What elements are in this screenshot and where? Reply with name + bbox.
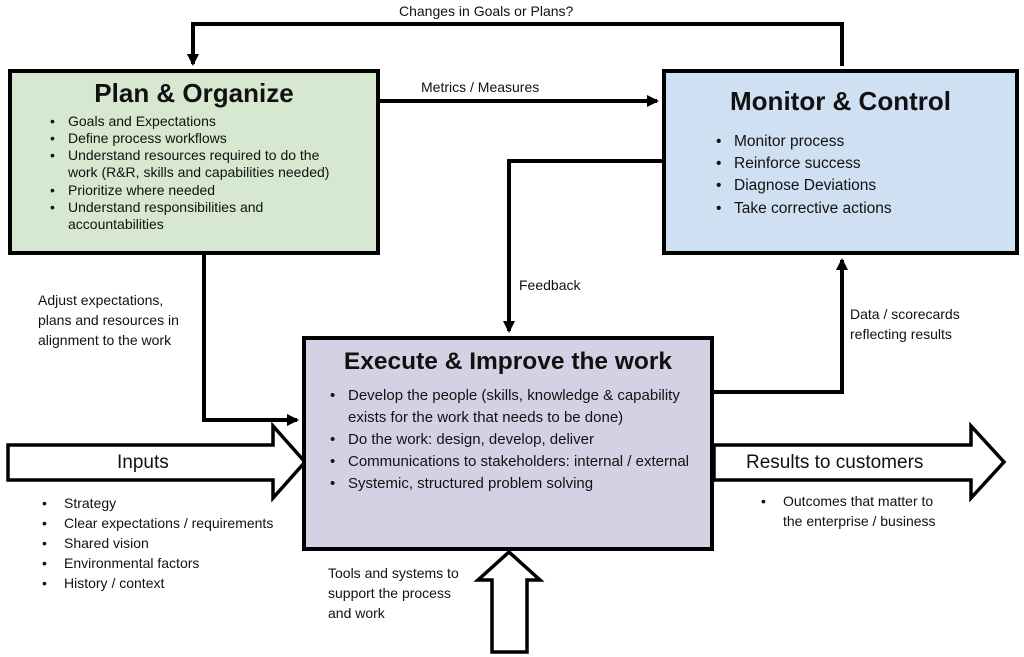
data-label-line: reflecting results xyxy=(850,326,952,342)
tools-label-line: support the process xyxy=(328,585,451,601)
tools-label-line: Tools and systems to xyxy=(328,565,459,581)
plan-item: Prioritize where needed xyxy=(50,182,376,200)
execute-item: Develop the people (skills, knowledge & … xyxy=(330,385,690,429)
adjust-label: Adjust expectations, plans and resources… xyxy=(38,290,179,350)
results-item-line: the enterprise / business xyxy=(783,513,936,529)
results-arrow xyxy=(712,421,1007,503)
execute-item: Systemic, structured problem solving xyxy=(330,473,690,495)
adjust-label-line: Adjust expectations, xyxy=(38,292,164,308)
plan-item-line: Understand resources required to do the xyxy=(68,147,320,164)
monitor-title: Monitor & Control xyxy=(730,86,951,116)
plan-title: Plan & Organize xyxy=(94,78,294,108)
plan-item-line: accountabilities xyxy=(68,216,164,233)
adjust-label-line: plans and resources in xyxy=(38,312,179,328)
results-item: Outcomes that matter to the enterprise /… xyxy=(761,491,936,531)
plan-item-line: work (R&R, skills and capabilities neede… xyxy=(68,164,330,181)
tools-label: Tools and systems to support the process… xyxy=(328,563,459,623)
feedback-arrow xyxy=(503,159,662,333)
plan-item: Define process workflows xyxy=(50,130,376,148)
inputs-item: History / context xyxy=(42,573,273,593)
results-label: Results to customers xyxy=(746,452,924,473)
inputs-arrow xyxy=(6,421,308,503)
feedback-label: Feedback xyxy=(519,277,581,293)
plan-organize-box: Plan & Organize Goals and Expectations D… xyxy=(8,69,380,255)
data-label: Data / scorecards reflecting results xyxy=(850,304,960,344)
plan-item: Understand responsibilities and accounta… xyxy=(50,199,376,234)
inputs-item: Strategy xyxy=(42,493,273,513)
execute-improve-box: Execute & Improve the work Develop the p… xyxy=(302,336,714,551)
inputs-label: Inputs xyxy=(117,452,169,473)
adjust-arrow xyxy=(202,255,299,426)
monitor-control-box: Monitor & Control Monitor process Reinfo… xyxy=(662,69,1019,255)
plan-list: Goals and Expectations Define process wo… xyxy=(50,113,376,234)
inputs-list: Strategy Clear expectations / requiremen… xyxy=(42,493,273,593)
inputs-item: Shared vision xyxy=(42,533,273,553)
results-item-line: Outcomes that matter to xyxy=(783,493,934,509)
inputs-item: Clear expectations / requirements xyxy=(42,513,273,533)
data-label-line: Data / scorecards xyxy=(850,306,960,322)
tools-arrow xyxy=(473,549,545,654)
monitor-item: Diagnose Deviations xyxy=(716,175,1015,198)
monitor-item: Monitor process xyxy=(716,131,1015,154)
plan-item-line: Understand responsibilities and xyxy=(68,199,264,216)
tools-label-line: and work xyxy=(328,605,385,621)
monitor-item: Take corrective actions xyxy=(716,198,1015,221)
adjust-label-line: alignment to the work xyxy=(38,332,172,348)
metrics-label: Metrics / Measures xyxy=(421,79,540,95)
results-list: Outcomes that matter to the enterprise /… xyxy=(761,491,936,531)
monitor-item: Reinforce success xyxy=(716,153,1015,176)
data-arrow xyxy=(714,258,848,394)
inputs-item: Environmental factors xyxy=(42,553,273,573)
execute-list: Develop the people (skills, knowledge & … xyxy=(330,385,690,495)
execute-item: Communications to stakeholders: internal… xyxy=(330,451,690,473)
execute-title: Execute & Improve the work xyxy=(343,348,673,375)
execute-item: Do the work: design, develop, deliver xyxy=(330,429,690,451)
plan-item: Understand resources required to do the … xyxy=(50,147,376,182)
plan-item: Goals and Expectations xyxy=(50,113,376,131)
monitor-list: Monitor process Reinforce success Diagno… xyxy=(716,131,1015,221)
changes-label: Changes in Goals or Plans? xyxy=(399,3,574,19)
changes-loop-arrow xyxy=(187,22,844,66)
